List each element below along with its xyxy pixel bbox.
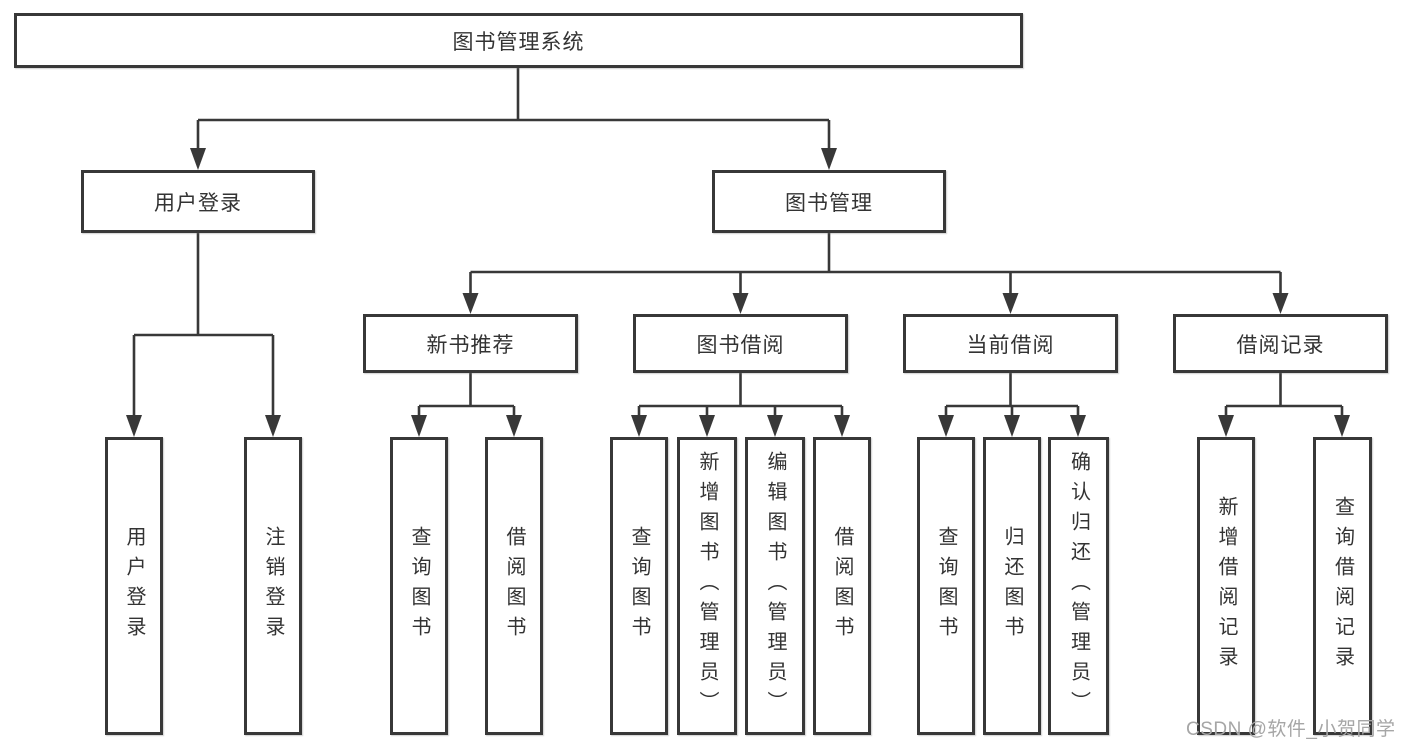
node-label: 注销登录 — [262, 526, 284, 646]
leaf-query-books-current: 查询图书 — [917, 437, 975, 735]
node-label: 新增图书（管理员） — [696, 451, 718, 721]
node-label: 借阅图书 — [503, 526, 525, 646]
leaf-add-books-admin: 新增图书（管理员） — [677, 437, 737, 735]
node-label: 借阅图书 — [831, 526, 853, 646]
node-root-library-management-system: 图书管理系统 — [14, 13, 1023, 68]
node-user-login: 用户登录 — [81, 170, 315, 233]
node-label: 确认归还（管理员） — [1067, 451, 1090, 721]
leaf-add-borrow-record: 新增借阅记录 — [1197, 437, 1255, 735]
node-label: 归还图书 — [1001, 526, 1023, 646]
node-book-borrowing: 图书借阅 — [633, 314, 848, 373]
node-label: 查询图书 — [628, 526, 650, 646]
leaf-query-books-borrowing: 查询图书 — [610, 437, 668, 735]
node-label: 新书推荐 — [426, 333, 515, 357]
node-label: 当前借阅 — [966, 333, 1055, 357]
node-label: 图书借阅 — [696, 333, 785, 357]
node-borrowing-records: 借阅记录 — [1173, 314, 1388, 373]
node-label: 查询图书 — [935, 526, 957, 646]
csdn-watermark: CSDN @软件_小贺同学 — [1186, 719, 1396, 740]
node-label: 图书管理系统 — [452, 30, 585, 54]
leaf-user-login: 用户登录 — [105, 437, 163, 735]
node-label: 借阅记录 — [1236, 333, 1325, 357]
node-current-borrowing: 当前借阅 — [903, 314, 1118, 373]
node-new-book-recommend: 新书推荐 — [363, 314, 578, 373]
node-label: 新增借阅记录 — [1215, 496, 1237, 676]
leaf-borrow-books-recommend: 借阅图书 — [485, 437, 543, 735]
node-label: 用户登录 — [154, 191, 242, 215]
node-label: 用户登录 — [123, 526, 145, 646]
node-label: 查询图书 — [408, 526, 430, 646]
leaf-borrow-books: 借阅图书 — [813, 437, 871, 735]
leaf-query-books-recommend: 查询图书 — [390, 437, 448, 735]
node-book-management: 图书管理 — [712, 170, 946, 233]
leaf-query-borrow-record: 查询借阅记录 — [1313, 437, 1372, 735]
node-label: 查询借阅记录 — [1331, 496, 1354, 676]
leaf-return-books: 归还图书 — [983, 437, 1041, 735]
leaf-logout: 注销登录 — [244, 437, 302, 735]
node-label: 图书管理 — [785, 191, 873, 215]
leaf-edit-books-admin: 编辑图书（管理员） — [745, 437, 805, 735]
node-label: 编辑图书（管理员） — [764, 451, 786, 721]
leaf-confirm-return-admin: 确认归还（管理员） — [1048, 437, 1109, 735]
